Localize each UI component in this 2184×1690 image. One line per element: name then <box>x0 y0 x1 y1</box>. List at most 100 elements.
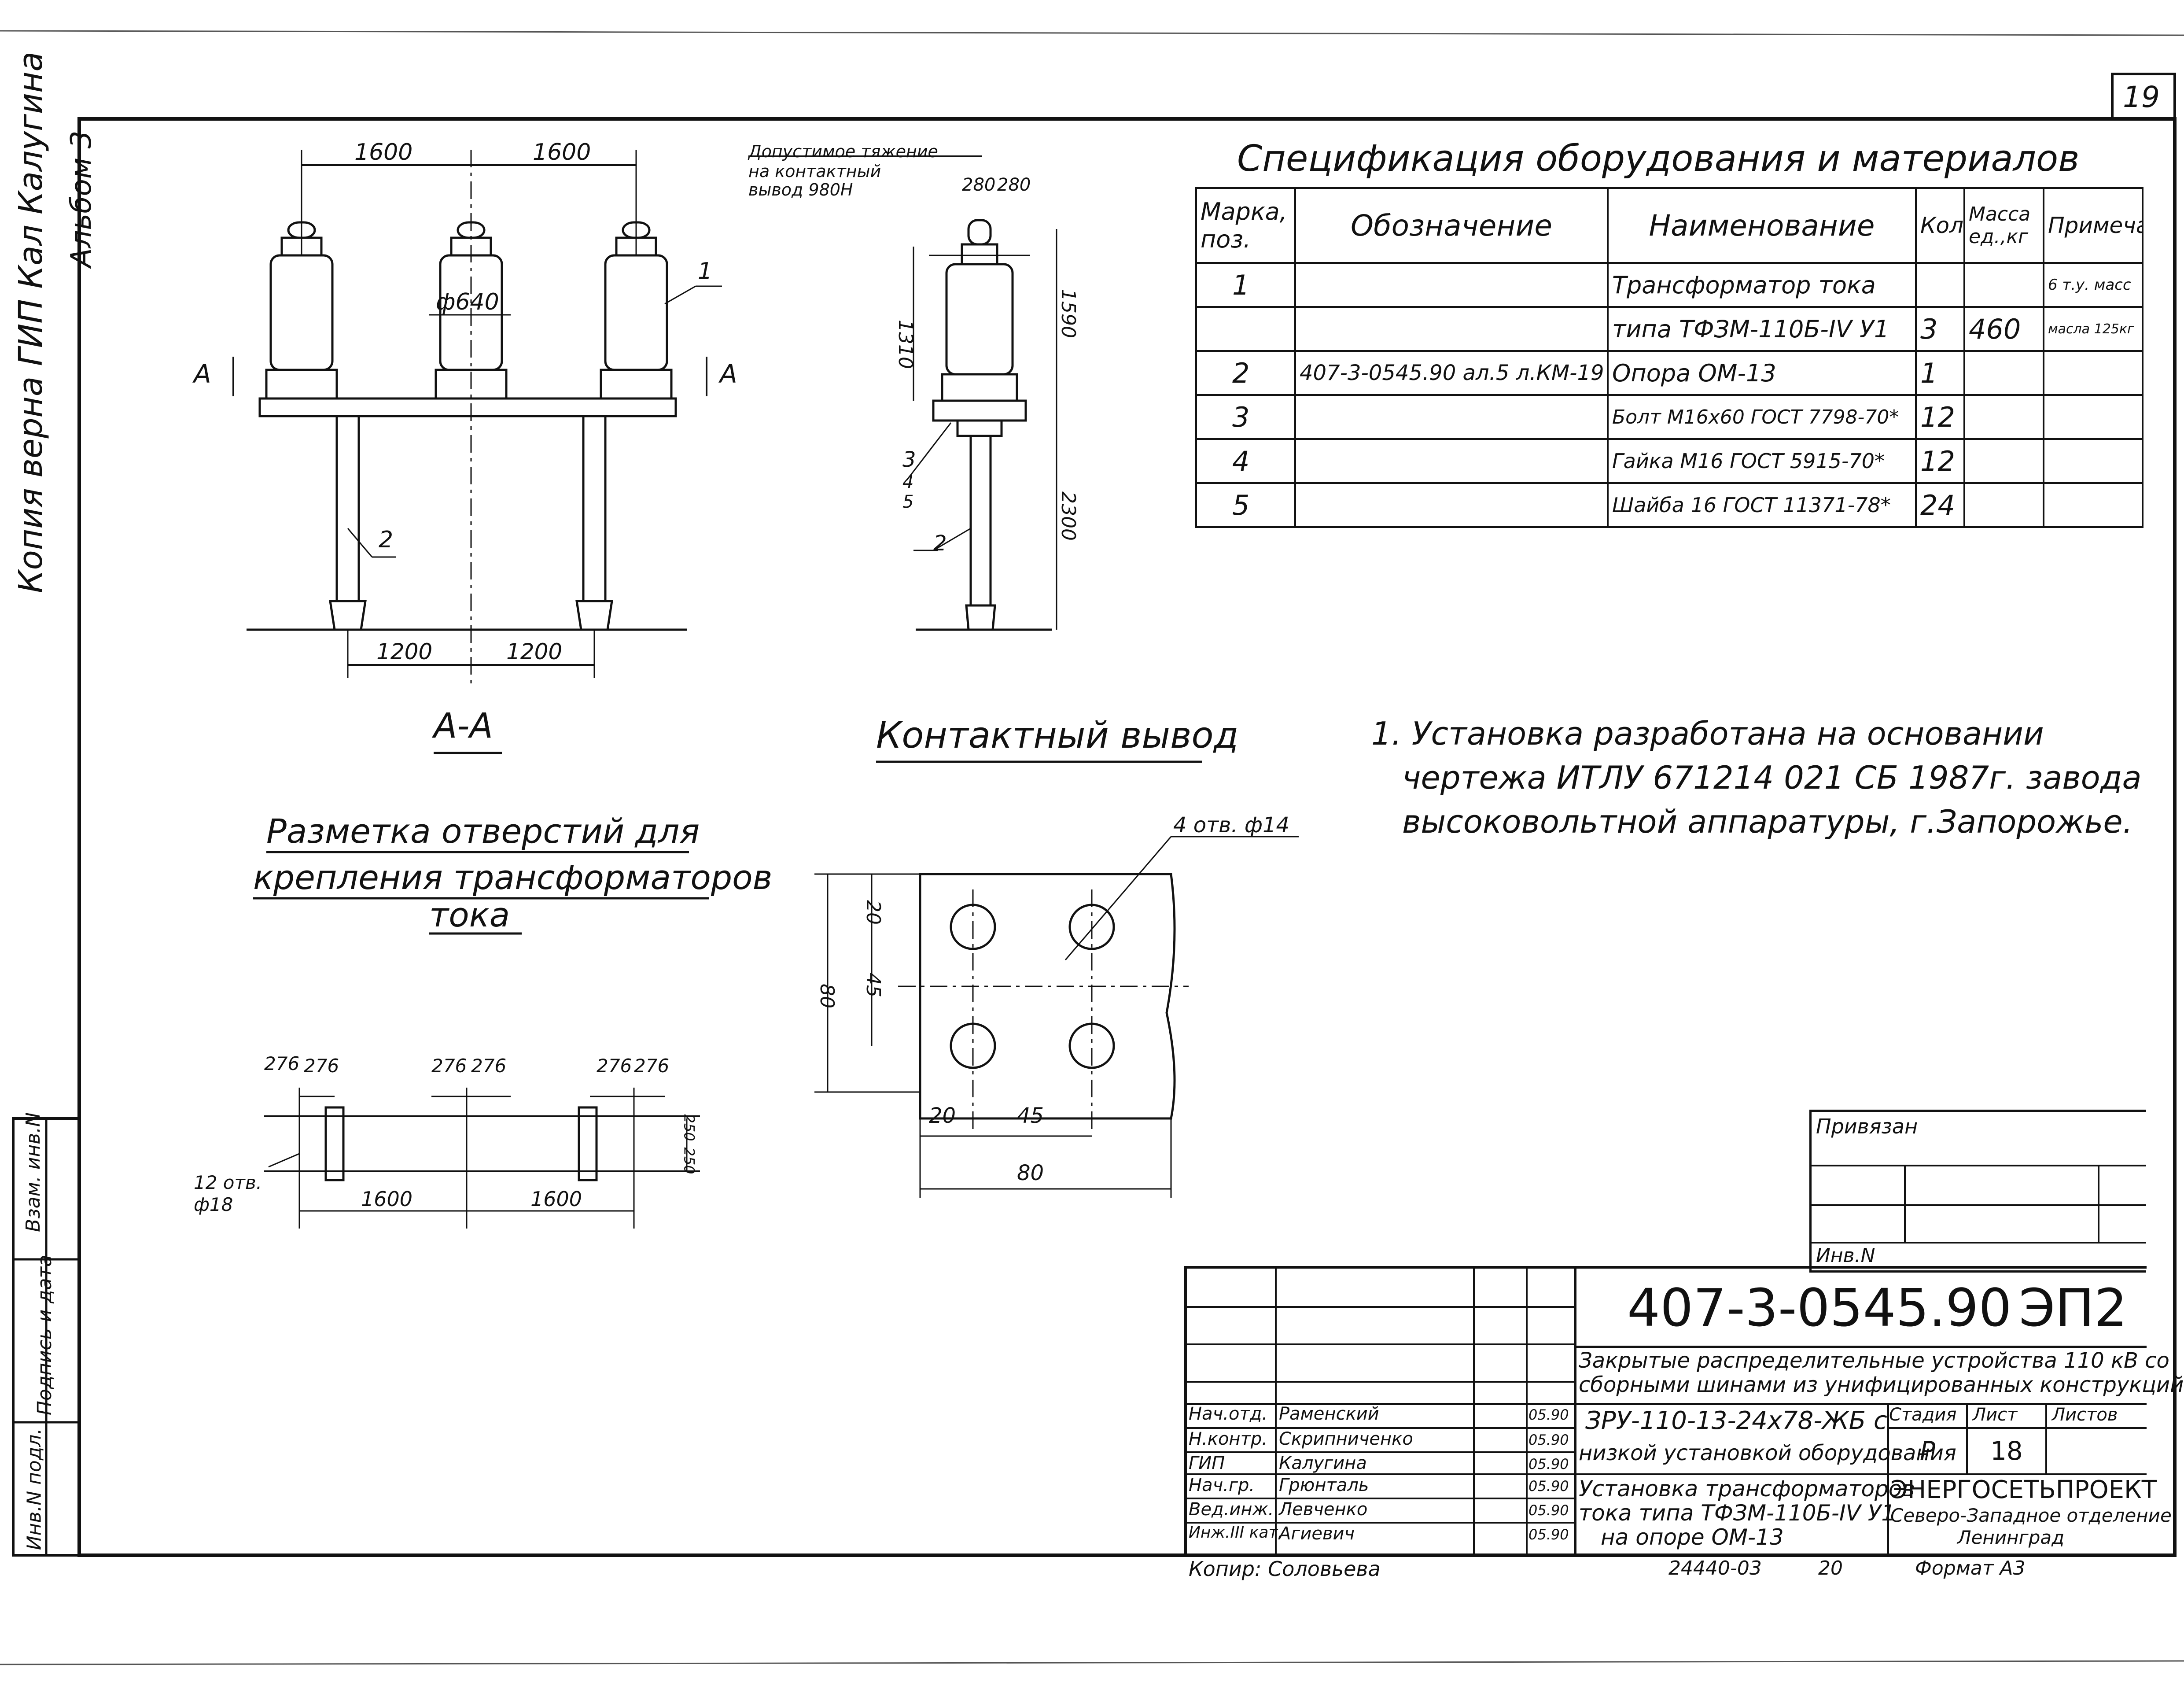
spec-row: 2 407-3-0545.90 ал.5 л.КМ-19 Опора ОМ-13… <box>1195 350 2143 396</box>
copy-certified-stamp: Копия верна ГИП Кал Калугина <box>12 52 50 593</box>
spec-cell: 12 <box>1915 438 1965 484</box>
spec-cell: Гайка М16 ГОСТ 5915-70* <box>1607 438 1917 484</box>
front-dim-bottom-right: 1200 <box>506 639 563 664</box>
staff-role: Вед.инж. <box>1189 1499 1274 1520</box>
stage-header: Стадия <box>1889 1405 1957 1425</box>
spec-cell <box>2043 438 2143 484</box>
hole-layout-plan <box>264 1088 700 1229</box>
spec-cell: 24 <box>1915 482 1965 528</box>
staff-role: Инж.III кат. <box>1189 1524 1283 1542</box>
spec-cell: 4 <box>1195 438 1296 484</box>
terminal-holes-label: 4 отв. ф14 <box>1173 813 1290 838</box>
side-dim-280-b: 280 <box>997 175 1031 195</box>
spec-cell <box>1963 438 2044 484</box>
hole-diameter-label: ф18 <box>194 1194 233 1215</box>
spec-cell: масла 125кг <box>2043 306 2143 352</box>
drawing-code: 407-3-0545.90 <box>1627 1277 2012 1338</box>
spec-cell <box>1294 482 1609 528</box>
load-note-line-3: вывод 980Н <box>748 180 853 199</box>
sheet-value: 18 <box>1990 1436 2023 1466</box>
section-mark-right: А <box>720 359 737 389</box>
spec-header-row: Марка, поз. Обозначение Наименование Кол… <box>1195 187 2143 264</box>
scan-edge-top <box>0 30 2184 36</box>
hole-side-dim-a: 250 <box>681 1114 698 1141</box>
spec-header-name: Наименование <box>1607 187 1917 264</box>
spec-cell <box>1963 394 2044 440</box>
hole-dim-276-3: 276 <box>431 1055 467 1077</box>
hole-dim-276-1: 276 <box>264 1053 300 1074</box>
org-name: ЭНЕРГОСЕТЬПРОЕКТ <box>1890 1476 2157 1504</box>
front-dim-top-left: 1600 <box>354 139 413 166</box>
sheet-header: Лист <box>1973 1405 2018 1425</box>
terminal-dim-80-h: 80 <box>1017 1161 1044 1185</box>
terminal-dim-20-v: 20 <box>862 900 884 925</box>
hole-side-dim-b: 250 <box>681 1147 698 1174</box>
spec-cell: 3 <box>1915 306 1965 352</box>
spec-cell: 1 <box>1915 350 1965 396</box>
bound-label: Привязан <box>1816 1114 1918 1138</box>
front-diameter-label: ф640 <box>436 289 499 315</box>
hole-dim-276-6: 276 <box>634 1055 670 1077</box>
staff-name: Агиевич <box>1279 1524 1355 1544</box>
side-callout-4: 4 <box>902 472 914 492</box>
drawing-name-line-2: тока типа ТФЗМ-110Б-IV У1 <box>1579 1500 1896 1526</box>
spec-cell: 407-3-0545.90 ал.5 л.КМ-19 <box>1294 350 1609 396</box>
staff-name: Раменский <box>1279 1404 1379 1424</box>
terminal-dim-45-v: 45 <box>862 973 884 997</box>
hole-dim-276-5: 276 <box>597 1055 632 1077</box>
spec-title: Спецификация оборудования и материалов <box>1237 138 2080 180</box>
callout-1: 1 <box>698 258 713 284</box>
spec-header-note: Примечание <box>2043 187 2143 264</box>
staff-date: 05.90 <box>1528 1526 1569 1543</box>
side-callout-5: 5 <box>902 492 914 512</box>
note-line-2: чертежа ИТЛУ 671214 021 СБ 1987г. завода <box>1402 759 2142 796</box>
staff-name: Калугина <box>1279 1453 1367 1473</box>
staff-role: Н.контр. <box>1189 1429 1267 1449</box>
spec-cell <box>1195 306 1296 352</box>
section-caption: А-А <box>434 706 493 746</box>
copied-by: Копир: Соловьева <box>1189 1557 1381 1581</box>
spec-cell: Трансформатор тока <box>1607 262 1917 308</box>
terminal-caption: Контактный вывод <box>876 715 1239 756</box>
terminal-dim-45-h: 45 <box>1017 1103 1044 1128</box>
org-city: Ленинград <box>1957 1527 2065 1548</box>
spec-cell <box>2043 350 2143 396</box>
object-line-1: ЗРУ-110-13-24х78-ЖБ с <box>1585 1406 1887 1435</box>
side-dim-2300: 2300 <box>1057 491 1079 541</box>
side-callout-2: 2 <box>933 531 947 556</box>
spec-cell: типа ТФЗМ-110Б-IV У1 <box>1607 306 1917 352</box>
spec-cell: 460 <box>1963 306 2044 352</box>
drawing-name-line-1: Установка трансформаторов <box>1579 1476 1915 1502</box>
spec-row: 5 Шайба 16 ГОСТ 11371-78* 24 <box>1195 482 2143 528</box>
spec-cell: Шайба 16 ГОСТ 11371-78* <box>1607 482 1917 528</box>
staff-name: Грюнталь <box>1279 1475 1369 1495</box>
spec-cell <box>1294 394 1609 440</box>
side-dim-280-a: 280 <box>962 175 996 195</box>
object-line-2: низкой установкой оборудования <box>1579 1441 1956 1465</box>
margin-label-inv-orig: Инв.N подл. <box>23 1428 46 1550</box>
hole-dim-276-2: 276 <box>304 1055 339 1077</box>
spec-header-mark: Марка, поз. <box>1195 187 1296 264</box>
side-dim-1310: 1310 <box>894 320 917 369</box>
stage-value: Р <box>1920 1436 1935 1466</box>
side-view <box>906 219 1057 631</box>
side-dim-1590: 1590 <box>1057 289 1079 338</box>
margin-label-signature-date: Подпись и дата <box>33 1255 56 1416</box>
staff-date: 05.90 <box>1528 1456 1569 1472</box>
section-mark-left: А <box>194 359 211 389</box>
order-number: 24440-03 <box>1668 1557 1762 1579</box>
bound-block: Привязан Инв.N <box>1809 1110 2146 1273</box>
staff-name: Левченко <box>1279 1499 1368 1520</box>
order-sheet: 20 <box>1818 1557 1843 1579</box>
spec-table: Марка, поз. Обозначение Наименование Кол… <box>1195 187 2143 528</box>
spec-cell: Болт М16х60 ГОСТ 7798-70* <box>1607 394 1917 440</box>
hole-layout-caption-2: крепления трансформаторов <box>253 858 773 897</box>
hole-dim-1600-b: 1600 <box>530 1187 582 1211</box>
spec-cell: 2 <box>1195 350 1296 396</box>
load-note-line-1: Допустимое тяжение <box>748 142 938 161</box>
spec-cell: 12 <box>1915 394 1965 440</box>
spec-cell <box>1915 262 1965 308</box>
staff-role: Нач.отд. <box>1189 1404 1268 1424</box>
terminal-dim-20-h: 20 <box>929 1103 956 1128</box>
